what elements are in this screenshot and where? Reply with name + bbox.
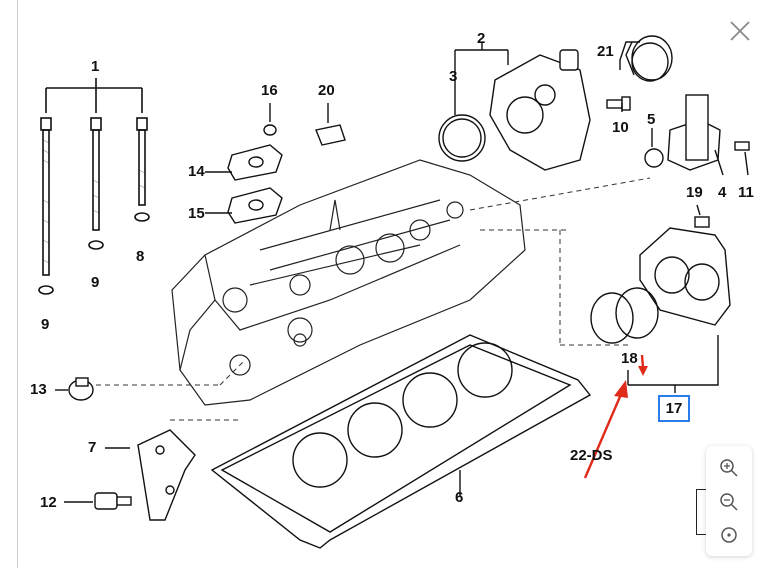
callout-14: 14 — [188, 163, 205, 180]
callout-3: 3 — [449, 68, 458, 85]
callout-17: 17 — [665, 400, 683, 417]
callout-11: 11 — [738, 184, 754, 201]
zoom-in-icon — [720, 459, 738, 477]
callout-20: 20 — [318, 82, 335, 99]
viewer-border — [17, 0, 18, 568]
callout-4: 4 — [718, 184, 727, 201]
callout-13: 13 — [30, 381, 47, 398]
reset-view-icon — [721, 527, 737, 543]
callout-21: 21 — [597, 43, 614, 60]
callout-12: 12 — [40, 494, 57, 511]
callout-7: 7 — [88, 439, 97, 456]
highlighted-callout-17[interactable]: 17 — [658, 395, 690, 422]
close-button[interactable] — [727, 18, 753, 44]
callout-2: 2 — [477, 30, 486, 47]
reset-view-button[interactable] — [713, 519, 745, 551]
callout-9-upper: 9 — [91, 274, 100, 291]
callout-8: 8 — [136, 248, 145, 265]
close-icon — [730, 21, 750, 41]
callout-9-lower: 9 — [41, 316, 50, 333]
callout-19: 19 — [686, 184, 703, 201]
callout-18: 18 — [621, 350, 638, 367]
callout-5: 5 — [647, 111, 656, 128]
zoom-in-button[interactable] — [713, 452, 745, 484]
zoom-out-icon — [720, 493, 738, 511]
callout-6: 6 — [455, 489, 464, 506]
annotation-label: 22-DS — [570, 447, 613, 464]
callout-16: 16 — [261, 82, 278, 99]
zoom-out-button[interactable] — [713, 486, 745, 518]
callout-10: 10 — [612, 119, 629, 136]
callout-15: 15 — [188, 205, 205, 222]
callout-1: 1 — [91, 58, 100, 75]
zoom-controls — [706, 446, 752, 556]
